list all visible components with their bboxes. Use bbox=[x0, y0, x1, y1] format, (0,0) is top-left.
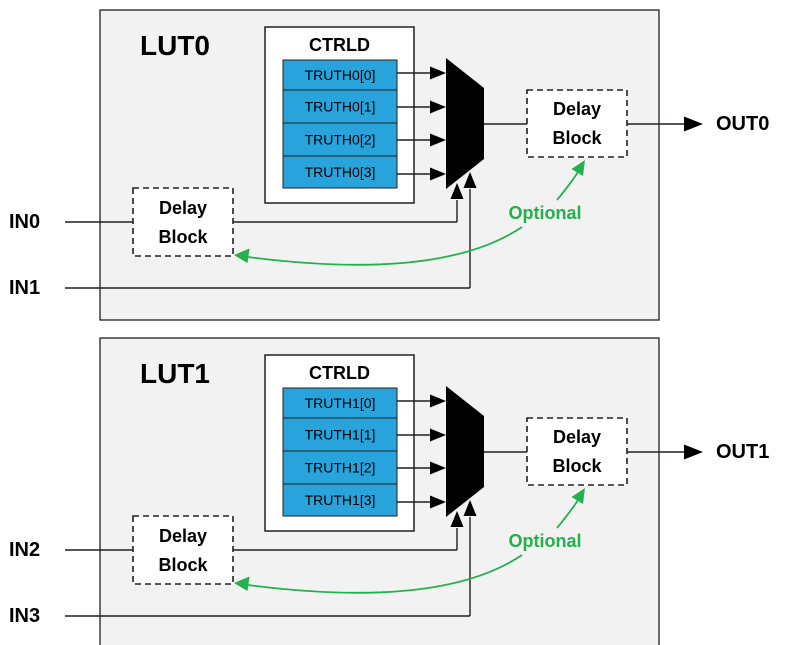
lut0-input-b-label: IN1 bbox=[9, 277, 40, 299]
lut1-ctrld-label: CTRLD bbox=[309, 363, 370, 383]
lut0-output-delay-line2: Block bbox=[552, 128, 602, 148]
lut0-truth-0: TRUTH0[0] bbox=[305, 67, 376, 83]
lut0-input-delay-line1: Delay bbox=[159, 198, 207, 218]
lut0-input-delay-line2: Block bbox=[158, 227, 208, 247]
lut1-group: LUT1 CTRLD TRUTH1[0] TRUTH1[1] TRUTH1[2]… bbox=[9, 337, 769, 645]
lut1-truth-3: TRUTH1[3] bbox=[305, 492, 376, 508]
lut0-truth-3: TRUTH0[3] bbox=[305, 164, 376, 180]
lut1-optional-label: Optional bbox=[509, 531, 582, 551]
lut1-output-delay-line1: Delay bbox=[553, 427, 601, 447]
lut0-ctrld-label: CTRLD bbox=[309, 35, 370, 55]
lut0-group: LUT0 CTRLD TRUTH0[0] TRUTH0[1] TRUTH0[2]… bbox=[9, 9, 769, 321]
lut1-input-delay-line2: Block bbox=[158, 555, 208, 575]
lut0-optional-label: Optional bbox=[509, 203, 582, 223]
lut0-truth-2: TRUTH0[2] bbox=[305, 132, 376, 148]
lut0-truth-1: TRUTH0[1] bbox=[305, 99, 376, 115]
lut1-input-delay-line1: Delay bbox=[159, 526, 207, 546]
lut1-input-b-label: IN3 bbox=[9, 605, 40, 627]
lut1-title: LUT1 bbox=[140, 358, 210, 389]
lut1-truth-2: TRUTH1[2] bbox=[305, 460, 376, 476]
lut0-output-delay-line1: Delay bbox=[553, 99, 601, 119]
lut1-output-label: OUT1 bbox=[716, 441, 769, 463]
lut0-output-label: OUT0 bbox=[716, 113, 769, 135]
lut0-title: LUT0 bbox=[140, 30, 210, 61]
lut1-output-delay-line2: Block bbox=[552, 456, 602, 476]
lut1-truth-1: TRUTH1[1] bbox=[305, 427, 376, 443]
lut0-input-a-label: IN0 bbox=[9, 211, 40, 233]
lut1-truth-0: TRUTH1[0] bbox=[305, 395, 376, 411]
lut1-input-a-label: IN2 bbox=[9, 539, 40, 561]
